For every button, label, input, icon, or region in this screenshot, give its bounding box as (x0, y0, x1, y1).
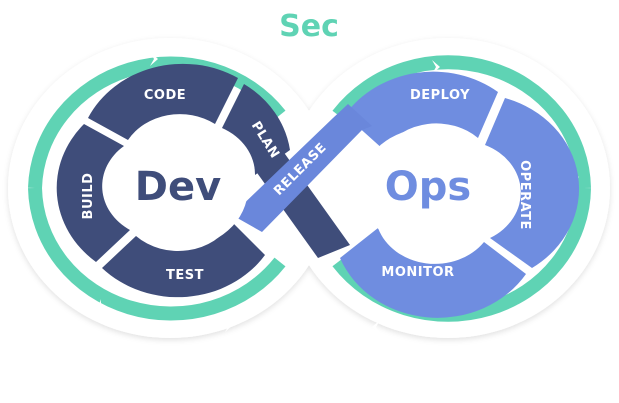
label-code: CODE (144, 88, 186, 103)
code-segment (88, 63, 238, 140)
teal-ring-left-bottom (28, 187, 286, 321)
label-deploy: DEPLOY (410, 88, 470, 103)
center-ops: Ops (385, 164, 471, 210)
deploy-segment (345, 71, 498, 150)
ops-center-circle (360, 128, 496, 248)
label-build: BUILD (81, 173, 96, 220)
center-dev: Dev (135, 164, 221, 210)
release-segment (232, 104, 372, 232)
operate-segment (485, 98, 580, 268)
label-operate: OPERATE (517, 160, 532, 230)
ops-band (340, 71, 580, 318)
dev-crossing (255, 140, 350, 258)
label-monitor: MONITOR (381, 265, 454, 280)
dev-center-circle (112, 128, 248, 248)
teal-ring-left-top (28, 56, 286, 189)
build-segment (56, 124, 130, 262)
label-test: TEST (166, 268, 204, 283)
monitor-segment (340, 228, 526, 318)
title-sec: Sec (279, 9, 339, 44)
teal-ring-right-top (332, 55, 591, 189)
test-segment (102, 222, 265, 298)
dev-band (56, 63, 290, 298)
